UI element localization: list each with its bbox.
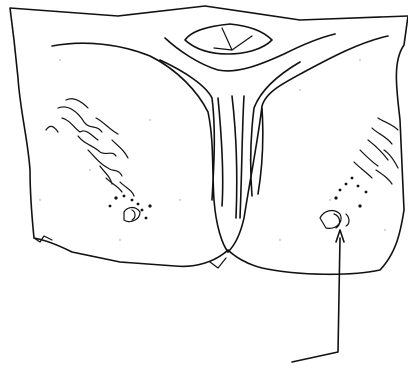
left-lobe-boundary (52, 43, 228, 252)
right-cell-clusters (320, 118, 398, 228)
outer-outline (10, 6, 408, 274)
left-cell-clusters (46, 99, 152, 222)
central-canal-right (240, 96, 244, 218)
central-canal-left (232, 96, 237, 218)
top-cap-divider (214, 28, 252, 50)
central-notch (165, 34, 335, 71)
right-lobe-boundary (228, 36, 388, 252)
left-dorsal-horn (160, 60, 223, 206)
pointer-arrow (292, 230, 344, 362)
